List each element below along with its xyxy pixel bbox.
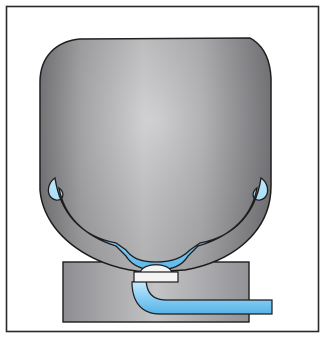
valve-seat bbox=[134, 272, 178, 282]
tank-shading bbox=[40, 38, 271, 272]
